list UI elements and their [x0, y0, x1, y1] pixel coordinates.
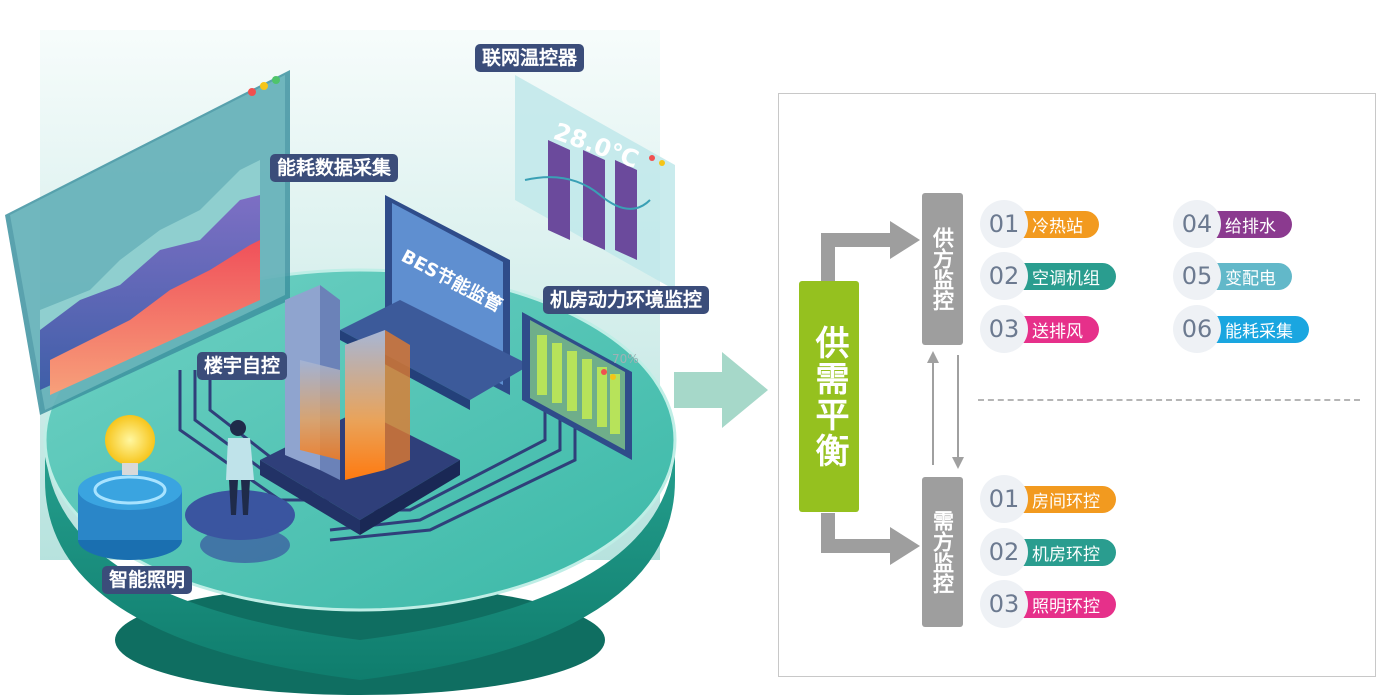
supply-demand-balance: 供需平衡: [799, 281, 859, 512]
transition-arrow-icon: [674, 352, 768, 428]
smart-lighting-label: 智能照明: [102, 566, 193, 594]
supply-item-label: 能耗采集: [1207, 315, 1309, 343]
arrow-up-icon: [890, 221, 920, 259]
demand-item: 02 机房环控: [980, 528, 1116, 576]
supply-monitor-bar: 供方监控: [922, 193, 963, 345]
demand-monitor-label: 需方监控: [930, 510, 955, 594]
demand-monitor-bar: 需方监控: [922, 477, 963, 627]
demand-item-label: 机房环控: [1014, 538, 1116, 566]
supply-item: 06 能耗采集: [1173, 305, 1309, 353]
supply-item: 01 冷热站: [980, 200, 1099, 248]
supply-item-label: 送排风: [1014, 315, 1099, 343]
arrow-down-icon: [890, 527, 920, 565]
supply-item: 04 给排水: [1173, 200, 1292, 248]
divider-dashed: [978, 399, 1360, 401]
flow-arrows: [821, 221, 964, 565]
demand-item: 03 照明环控: [980, 580, 1116, 628]
thermostat-label: 联网温控器: [475, 44, 585, 72]
supply-item: 05 变配电: [1173, 252, 1292, 300]
demand-item-label: 房间环控: [1014, 485, 1116, 513]
supply-item: 03 送排风: [980, 305, 1099, 353]
supply-item-label: 给排水: [1207, 210, 1292, 238]
supply-item: 02 空调机组: [980, 252, 1116, 300]
percent-readout: 70%: [612, 352, 639, 366]
supply-item-label: 变配电: [1207, 262, 1292, 290]
supply-item-label: 空调机组: [1014, 262, 1116, 290]
machine-room-label: 机房动力环境监控: [543, 286, 710, 314]
supply-monitor-label: 供方监控: [930, 227, 955, 311]
demand-item: 01 房间环控: [980, 475, 1116, 523]
energy-data-label: 能耗数据采集: [270, 154, 399, 182]
center-label: 供需平衡: [809, 324, 849, 469]
supply-item-label: 冷热站: [1014, 210, 1099, 238]
demand-item-label: 照明环控: [1014, 590, 1116, 618]
supply-demand-panel: [778, 93, 1376, 677]
building-control-label: 楼宇自控: [197, 352, 288, 380]
